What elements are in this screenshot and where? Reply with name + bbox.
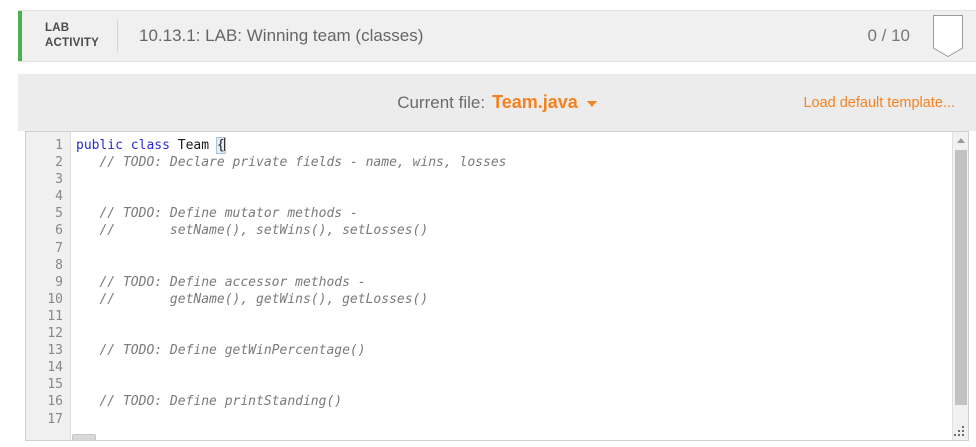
code-token-comment: // getName(), getWins(), getLosses() — [76, 291, 429, 307]
line-number: 5 — [55, 206, 63, 222]
file-toolbar: Current file: Team.java Load default tem… — [18, 74, 976, 131]
pentagon-badge-icon — [933, 15, 963, 57]
line-number: 1 — [55, 138, 63, 153]
header-divider — [117, 20, 118, 52]
code-token-kw: public — [76, 138, 123, 153]
code-line[interactable] — [76, 359, 968, 376]
scroll-up-arrow-icon[interactable] — [953, 132, 968, 148]
code-line[interactable] — [76, 188, 968, 205]
code-line[interactable]: // TODO: Define getWinPercentage() — [76, 342, 968, 359]
code-line[interactable] — [76, 257, 968, 274]
code-token-comment: // TODO: Define accessor methods - — [76, 274, 374, 290]
code-line[interactable]: // getName(), getWins(), getLosses() — [76, 291, 968, 308]
code-token-kw: class — [130, 138, 170, 153]
lab-activity-tag-line1: LAB — [45, 22, 70, 34]
line-number: 11 — [47, 308, 63, 324]
code-line[interactable]: // setName(), setWins(), setLosses() — [76, 222, 968, 239]
code-line[interactable] — [76, 325, 968, 342]
line-number: 16 — [47, 394, 63, 410]
line-number: 3 — [55, 172, 63, 188]
load-default-template-link[interactable]: Load default template... — [803, 94, 955, 111]
code-token-comment: // TODO: Define printStanding() — [76, 394, 343, 410]
line-number: 15 — [47, 377, 63, 393]
lab-activity-tag-line2: ACTIVITY — [45, 37, 99, 49]
current-file-label: Current file: — [397, 93, 486, 112]
code-token-brace: { — [215, 137, 226, 154]
editor-horizontal-scrollbar[interactable] — [72, 434, 96, 440]
activity-accent-bar — [18, 11, 22, 61]
code-line[interactable] — [76, 171, 968, 188]
code-content-area[interactable]: public class Team { // TODO: Declare pri… — [71, 132, 968, 440]
chevron-down-icon[interactable] — [586, 100, 597, 107]
code-token-comment: // TODO: Define getWinPercentage() — [76, 343, 366, 359]
resize-grip-icon[interactable] — [954, 426, 965, 437]
line-number: 4 — [55, 189, 63, 205]
line-number: 7 — [55, 240, 63, 256]
code-token-comment: // TODO: Declare private fields - name, … — [76, 155, 507, 171]
code-line[interactable]: public class Team { — [76, 137, 968, 154]
code-token-plain — [123, 138, 131, 153]
current-file-name[interactable]: Team.java — [492, 92, 578, 112]
line-number: 14 — [47, 360, 63, 376]
score-text: 0 / 10 — [867, 26, 910, 45]
editor-vertical-scrollbar[interactable] — [952, 132, 968, 440]
line-number: 8 — [55, 257, 63, 273]
code-token-plain — [209, 138, 217, 153]
code-line[interactable]: // TODO: Define accessor methods - — [76, 274, 968, 291]
line-number: 6 — [55, 223, 63, 239]
code-line[interactable] — [76, 411, 968, 428]
lab-editor-panel: Current file: Team.java Load default tem… — [18, 74, 976, 447]
line-number: 10 — [47, 291, 63, 307]
code-token-comment: // TODO: Define mutator methods - — [76, 206, 366, 222]
lab-activity-header: LAB ACTIVITY 10.13.1: LAB: Winning team … — [18, 10, 976, 62]
code-line[interactable] — [76, 240, 968, 257]
line-number: 2 — [55, 155, 63, 171]
line-number: 13 — [47, 343, 63, 359]
code-token-plain: Team — [177, 138, 210, 153]
text-cursor — [223, 137, 225, 151]
current-file-selector[interactable]: Current file: Team.java — [397, 92, 597, 113]
vertical-scroll-thumb[interactable] — [955, 150, 967, 405]
lab-activity-tag: LAB ACTIVITY — [45, 21, 99, 51]
code-token-comment: // setName(), setWins(), setLosses() — [76, 223, 429, 239]
code-line[interactable]: // TODO: Define printStanding() — [76, 393, 968, 410]
line-number: 9 — [55, 274, 63, 290]
code-line[interactable]: // TODO: Define mutator methods - — [76, 205, 968, 222]
line-number: 17 — [47, 411, 63, 427]
code-line[interactable] — [76, 376, 968, 393]
line-number: 12 — [47, 326, 63, 342]
code-line[interactable]: // TODO: Declare private fields - name, … — [76, 154, 968, 171]
code-token-plain — [170, 138, 178, 153]
code-line[interactable] — [76, 308, 968, 325]
page-title: 10.13.1: LAB: Winning team (classes) — [139, 26, 424, 45]
